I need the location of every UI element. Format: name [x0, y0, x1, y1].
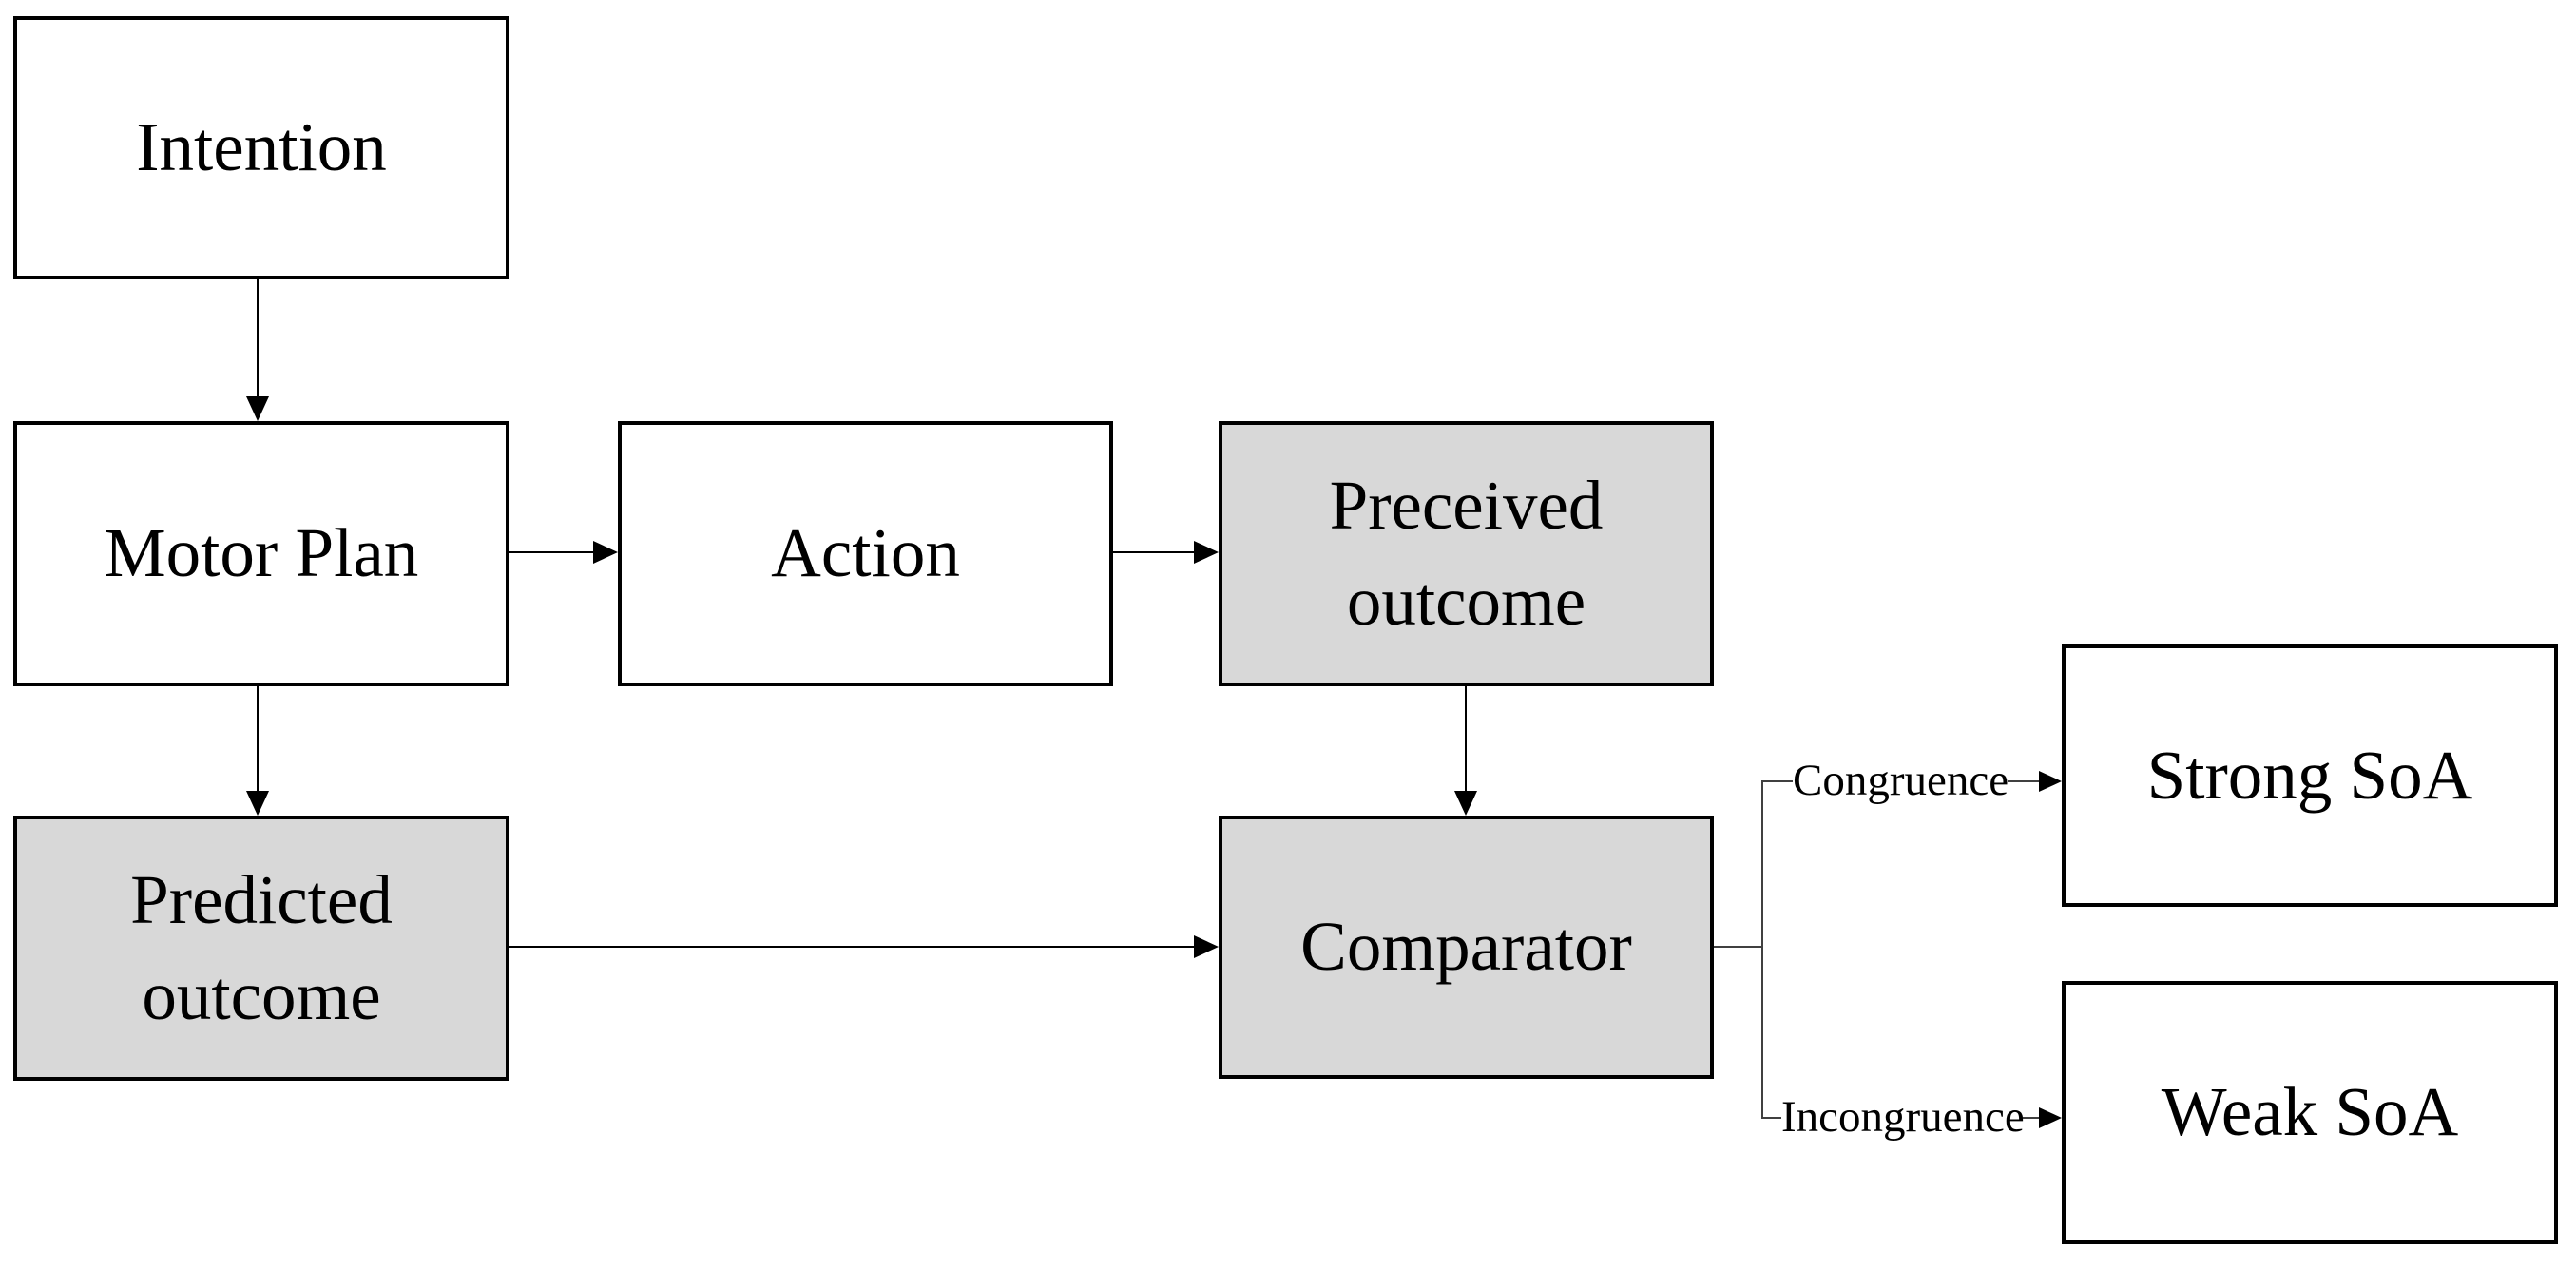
edge-preceived-outcome-to-comparator-line: [1465, 686, 1467, 791]
arrow-right-icon: [1194, 541, 1219, 564]
node-action: Action: [618, 421, 1113, 686]
node-action-label: Action: [771, 514, 960, 592]
arrow-down-icon: [1454, 791, 1477, 816]
arrow-down-icon: [246, 396, 269, 421]
edge-intention-to-motor-plan-line: [257, 279, 259, 397]
node-motor-plan-label: Motor Plan: [104, 514, 419, 592]
node-comparator: Comparator: [1219, 816, 1714, 1079]
edge-comparator-to-branch-line: [1714, 946, 1762, 948]
node-intention-label: Intention: [136, 108, 387, 186]
arrow-right-icon: [2039, 1107, 2062, 1128]
arrow-right-icon: [1194, 935, 1219, 958]
arrow-right-icon: [2039, 771, 2062, 792]
node-motor-plan: Motor Plan: [13, 421, 509, 686]
node-intention: Intention: [13, 16, 509, 279]
edge-label-incongruence: Incongruence: [1781, 1092, 2025, 1142]
edge-label-congruence: Congruence: [1793, 756, 2009, 805]
edge-motor-plan-to-action-line: [509, 551, 593, 553]
edge-incongruence-line-right: [2023, 1117, 2039, 1119]
edge-action-to-preceived-outcome-line: [1113, 551, 1194, 553]
node-comparator-label: Comparator: [1300, 908, 1632, 986]
node-weak-soa-label: Weak SoA: [2161, 1073, 2459, 1151]
node-strong-soa-label: Strong SoA: [2146, 736, 2473, 814]
branch-trunk-line: [1761, 780, 1763, 1119]
edge-predicted-outcome-to-comparator-line: [509, 946, 1194, 948]
node-preceived-outcome: Preceived outcome: [1219, 421, 1714, 686]
node-predicted-outcome-label: Predicted outcome: [130, 860, 393, 1034]
edge-motor-plan-to-predicted-outcome-line: [257, 686, 259, 791]
edge-congruence-line-left: [1761, 780, 1793, 782]
node-preceived-outcome-label: Preceived outcome: [1329, 466, 1604, 640]
edge-incongruence-line-left: [1761, 1117, 1781, 1119]
node-weak-soa: Weak SoA: [2062, 981, 2558, 1244]
arrow-down-icon: [246, 791, 269, 816]
node-predicted-outcome: Predicted outcome: [13, 816, 509, 1081]
node-strong-soa: Strong SoA: [2062, 644, 2558, 907]
arrow-right-icon: [593, 541, 618, 564]
edge-congruence-line-right: [2008, 780, 2039, 782]
